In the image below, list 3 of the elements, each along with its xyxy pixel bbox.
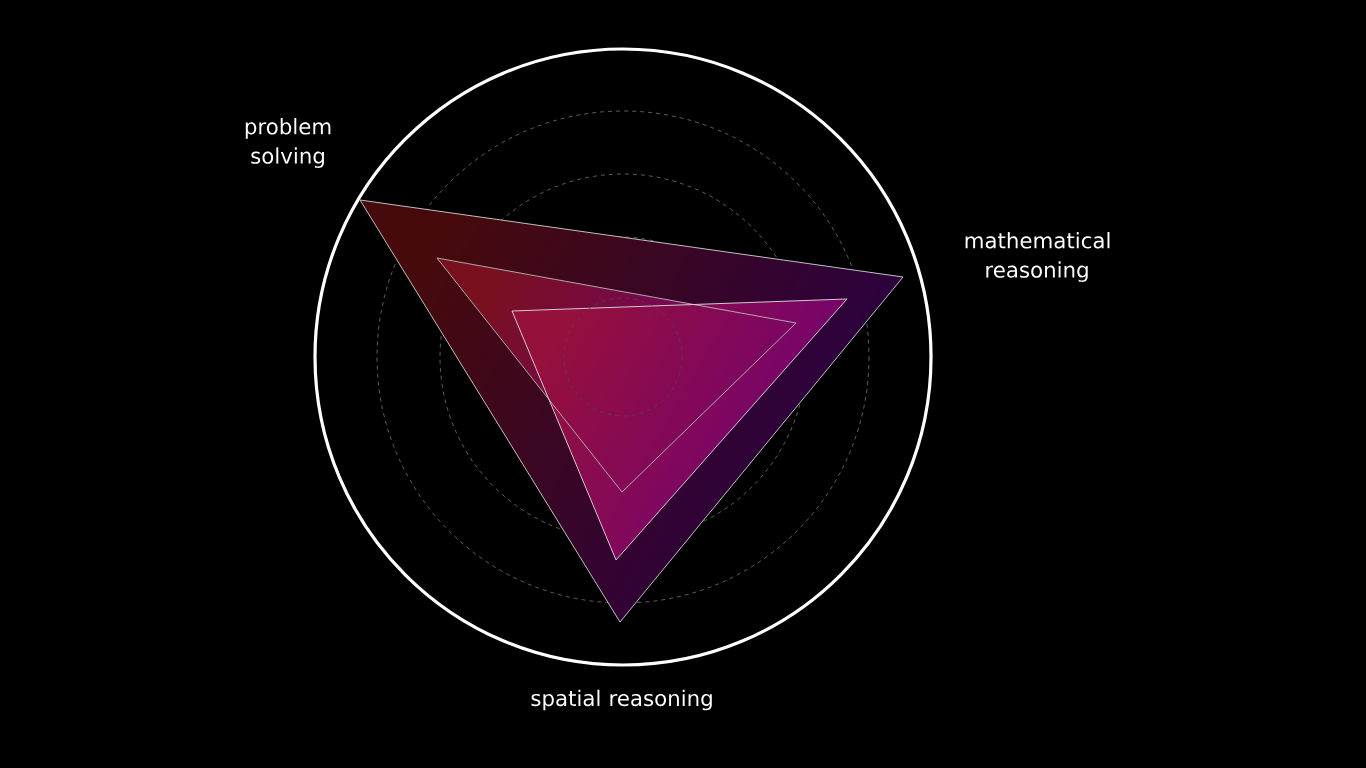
axis-label: mathematical reasoning	[965, 232, 1110, 282]
axis-label: spatial reasoning	[531, 689, 712, 711]
axis-label: problem solving	[245, 118, 331, 168]
